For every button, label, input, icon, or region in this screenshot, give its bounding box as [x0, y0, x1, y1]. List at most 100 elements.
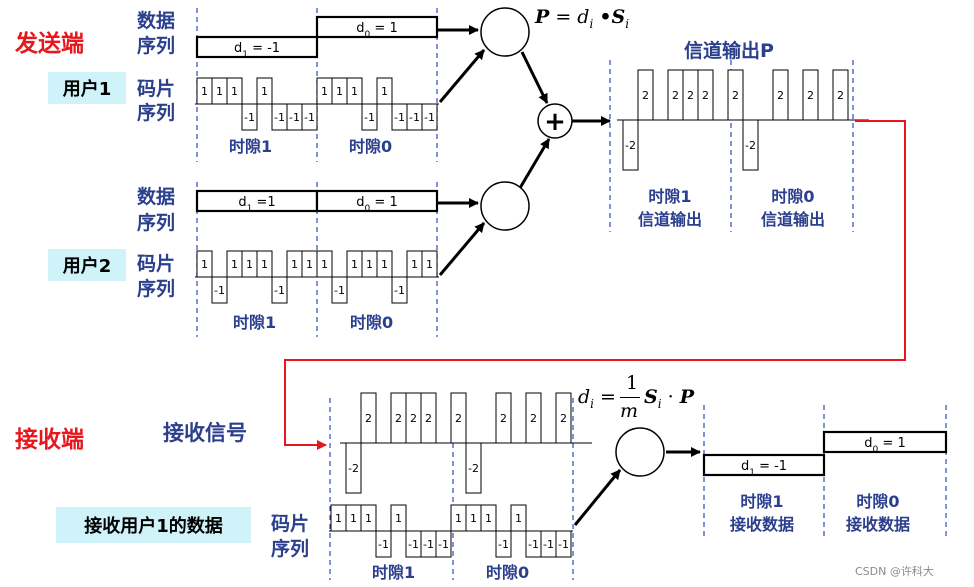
- channel-bar-label-8: -2: [745, 139, 756, 152]
- user2-slot0-label: 时隙0: [350, 313, 394, 332]
- u2-code-slot1-chip-label-4: 1: [261, 258, 268, 271]
- channel-bar-label-12: 2: [807, 89, 814, 102]
- rx-code-slot1-chip-2: [360, 504, 377, 532]
- u1-code-slot1-chip-label-2: 1: [231, 85, 238, 98]
- rx-signal-bar-10: [495, 392, 512, 444]
- rx-code-slot0-chip-label-5: -1: [528, 538, 539, 551]
- rx-code-slot0-chip-4: [510, 504, 527, 532]
- arrow-mult2-to-adder: [518, 138, 551, 189]
- u1-d0-label: d0 = 1: [356, 21, 397, 40]
- user2-code-label-line1: 码片: [137, 253, 176, 275]
- u2-d1-label: d1 =1: [238, 195, 275, 214]
- rx-code-slot1-chip-label-4: 1: [395, 512, 402, 525]
- u2-code-slot0-chip-7: [421, 250, 438, 278]
- arrow-u2code-to-mult: [438, 222, 486, 276]
- u2-code-slot1-chip-label-2: 1: [231, 258, 238, 271]
- u1-code-slot1-chip-label-7: -1: [304, 111, 315, 124]
- arrow-signal-to-mult: [573, 469, 622, 526]
- arrow-mult1-to-adder: [520, 51, 549, 104]
- u2-code-slot1-chip-1: [211, 276, 228, 304]
- rx-code-slot1-chip-3: [375, 530, 392, 558]
- received-slot0-line1: 时隙0: [856, 492, 900, 511]
- receiver-slot1-label: 时隙1: [372, 563, 416, 582]
- u1-code-slot0-chip-2: [346, 77, 363, 105]
- u2-code-slot0-chip-label-5: -1: [394, 284, 405, 297]
- channel-bar-label-5: 2: [702, 89, 709, 102]
- channel-slot1-line1: 时隙1: [648, 187, 692, 206]
- multiplier-user1: [480, 7, 530, 57]
- rx-code-slot0-chip-label-4: 1: [515, 512, 522, 525]
- u1-code-slot1-chip-label-0: 1: [201, 85, 208, 98]
- rx-d1-label: d1 = -1: [741, 459, 787, 478]
- u2-code-slot0-chip-label-6: 1: [411, 258, 418, 271]
- u2-code-slot1-chip-0: [196, 250, 213, 278]
- rx-signal-bar-label-8: -2: [468, 462, 479, 475]
- rx-signal-bar-label-7: 2: [455, 412, 462, 425]
- rx-code-slot0-chip-2: [480, 504, 497, 532]
- channel-bar-label-3: 2: [672, 89, 679, 102]
- u1-d1-bar: [195, 35, 319, 59]
- u1-code-slot1-chip-label-1: 1: [216, 85, 223, 98]
- rx-d0-label: d0 = 1: [864, 436, 905, 455]
- user1-box: 用户1: [48, 72, 126, 104]
- rx-signal-bar-label-12: 2: [530, 412, 537, 425]
- rx-signal-bar-7: [450, 392, 467, 444]
- user1-slot1-label: 时隙1: [229, 137, 273, 156]
- u2-code-slot0-chip-label-1: -1: [334, 284, 345, 297]
- channel-slot0-line1: 时隙0: [771, 187, 815, 206]
- user1-code-label-line2: 序列: [137, 102, 176, 124]
- sender-title: 发送端: [15, 31, 84, 57]
- u1-code-slot0-chip-label-6: -1: [409, 111, 420, 124]
- rx-d1-bar: [702, 453, 826, 477]
- u2-code-slot0-chip-label-7: 1: [426, 258, 433, 271]
- u2-d0-label: d0 = 1: [356, 195, 397, 214]
- rx-code-slot0-chip-7: [555, 530, 572, 558]
- u2-code-slot0-chip-label-2: 1: [351, 258, 358, 271]
- u1-code-slot0-chip-4: [376, 77, 393, 105]
- rx-signal-bar-0: [345, 442, 362, 494]
- u1-code-slot0-chip-label-0: 1: [321, 85, 328, 98]
- channel-bar-10: [772, 69, 789, 121]
- rx-signal-bar-label-4: 2: [410, 412, 417, 425]
- u1-code-slot0-chip-label-2: 1: [351, 85, 358, 98]
- rx-code-slot1-chip-label-2: 1: [365, 512, 372, 525]
- u2-code-slot0-chip-0: [316, 250, 333, 278]
- receiver-title: 接收端: [15, 427, 84, 453]
- u1-code-slot0-chip-label-5: -1: [394, 111, 405, 124]
- rx-code-slot1-chip-7: [435, 530, 452, 558]
- channel-bar-14: [832, 69, 849, 121]
- u1-d0-bar: [315, 15, 439, 39]
- rx-code-slot1-chip-label-1: 1: [350, 512, 357, 525]
- rx-code-slot0-chip-3: [495, 530, 512, 558]
- rx-signal-bar-label-3: 2: [395, 412, 402, 425]
- adder-plus: +: [544, 107, 566, 137]
- user1-data-label-line1: 数据: [137, 10, 176, 32]
- rx-signal-bar-label-1: 2: [365, 412, 372, 425]
- receive-user1-box: 接收用户1的数据: [56, 507, 251, 543]
- channel-bar-1: [637, 69, 654, 121]
- received-slot1-line2: 接收数据: [729, 515, 794, 534]
- u2-code-slot1-chip-label-3: 1: [246, 258, 253, 271]
- u1-code-slot1-chip-label-5: -1: [274, 111, 285, 124]
- u2-code-slot1-chip-label-5: -1: [274, 284, 285, 297]
- channel-bar-label-0: -2: [625, 139, 636, 152]
- rx-signal-bar-label-14: 2: [560, 412, 567, 425]
- rx-code-slot0-chip-label-3: -1: [498, 538, 509, 551]
- receiver-slot0-label: 时隙0: [486, 563, 530, 582]
- u2-code-slot0-chip-label-3: 1: [366, 258, 373, 271]
- u1-code-slot1-chip-label-3: -1: [244, 111, 255, 124]
- rx-code-slot1-chip-label-6: -1: [423, 538, 434, 551]
- u2-code-slot0-chip-label-0: 1: [321, 258, 328, 271]
- multiplier-receiver: [615, 427, 665, 477]
- receiver-code-label-line2: 序列: [271, 538, 310, 560]
- rx-code-slot0-chip-label-7: -1: [558, 538, 569, 551]
- multiplier-user2: [480, 181, 530, 231]
- channel-bar-12: [802, 69, 819, 121]
- rx-code-slot1-chip-label-7: -1: [438, 538, 449, 551]
- formula-top: P = di •Si: [535, 6, 630, 31]
- user2-data-label-line1: 数据: [137, 186, 176, 208]
- rx-signal-bar-8: [465, 442, 482, 494]
- received-slot1-line1: 时隙1: [740, 492, 784, 511]
- u1-d1-label: d1 = -1: [234, 41, 280, 60]
